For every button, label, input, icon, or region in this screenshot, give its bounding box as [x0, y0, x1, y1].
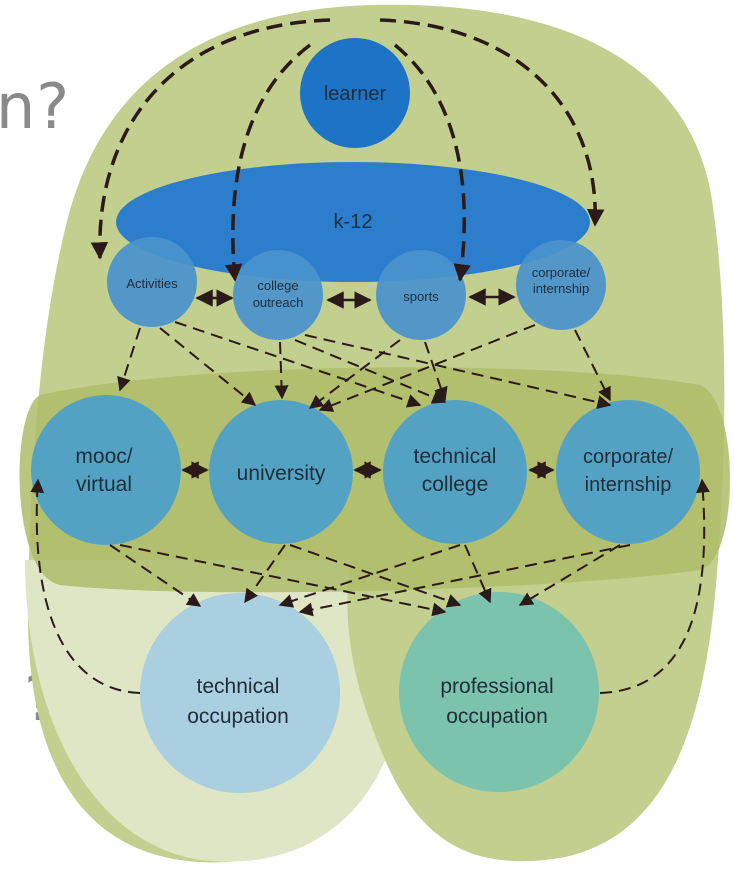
arrow-learner-sports — [393, 43, 471, 282]
arrow-university-professional-occ — [289, 544, 462, 608]
technical-college-node — [383, 400, 527, 544]
corporate-small-node — [516, 240, 606, 330]
arrow-outreach-university — [274, 341, 289, 400]
arrow-outreach-corporate — [304, 334, 612, 410]
arrow-activities-technical — [174, 321, 422, 408]
k12-label: k-12 — [334, 211, 373, 233]
slide-title-fragment: n? — [0, 70, 71, 143]
technical-occupation-label-1: technical — [197, 675, 280, 698]
middle-band — [19, 367, 731, 593]
arrow-professional-occ-to-corporate — [599, 478, 711, 694]
college-outreach-node — [233, 250, 323, 340]
sports-label: sports — [403, 289, 439, 304]
arrow-activities-mooc — [117, 327, 141, 392]
arrow-university-technical-occ — [244, 544, 286, 604]
professional-occupation-label-2: occupation — [446, 705, 548, 728]
activities-node — [107, 237, 197, 327]
learner-label: learner — [324, 83, 387, 105]
corporate-mid-label-2: internship — [585, 474, 672, 496]
mooc-label-2: virtual — [76, 473, 132, 496]
activities-label: Activities — [126, 276, 178, 291]
sports-node — [376, 250, 466, 340]
learner-node — [300, 38, 410, 148]
arrow-outreach-technical — [294, 339, 447, 404]
arrow-corporate-university — [318, 324, 536, 412]
university-node — [209, 400, 353, 544]
mooc-node — [31, 395, 181, 545]
college-outreach-label-2: outreach — [253, 295, 304, 310]
professional-occupation-label-1: professional — [440, 675, 553, 698]
arrow-corporate-professional-occ — [518, 544, 621, 606]
mooc-label-1: mooc/ — [75, 445, 132, 468]
arrow-learner-activities — [90, 18, 331, 260]
arrow-mooc-professional-occ — [119, 544, 447, 617]
arrow-technical-professional-occ — [464, 544, 492, 604]
corporate-small-label-1: corporate/ — [532, 265, 591, 280]
corporate-small-label-2: internship — [533, 281, 589, 296]
college-outreach-label-1: college — [257, 278, 298, 293]
arrow-learner-college-outreach — [224, 43, 312, 282]
university-label: university — [237, 462, 326, 485]
corporate-mid-label-1: corporate/ — [583, 446, 673, 468]
corporate-mid-node — [556, 400, 700, 544]
arrow-sports-technical — [424, 341, 448, 402]
technical-college-label-1: technical — [414, 445, 497, 468]
technical-occupation-node — [140, 593, 340, 793]
technical-occupation-label-2: occupation — [187, 705, 289, 728]
arrow-technical-technical-occ — [278, 544, 461, 608]
arrow-activities-university — [159, 327, 257, 406]
arrow-learner-corporate — [379, 18, 605, 227]
arrow-technical-occ-to-mooc — [30, 478, 141, 694]
professional-occupation-node — [399, 592, 599, 792]
arrow-corporate-corporate — [574, 329, 611, 402]
technical-college-label-2: college — [422, 473, 489, 496]
